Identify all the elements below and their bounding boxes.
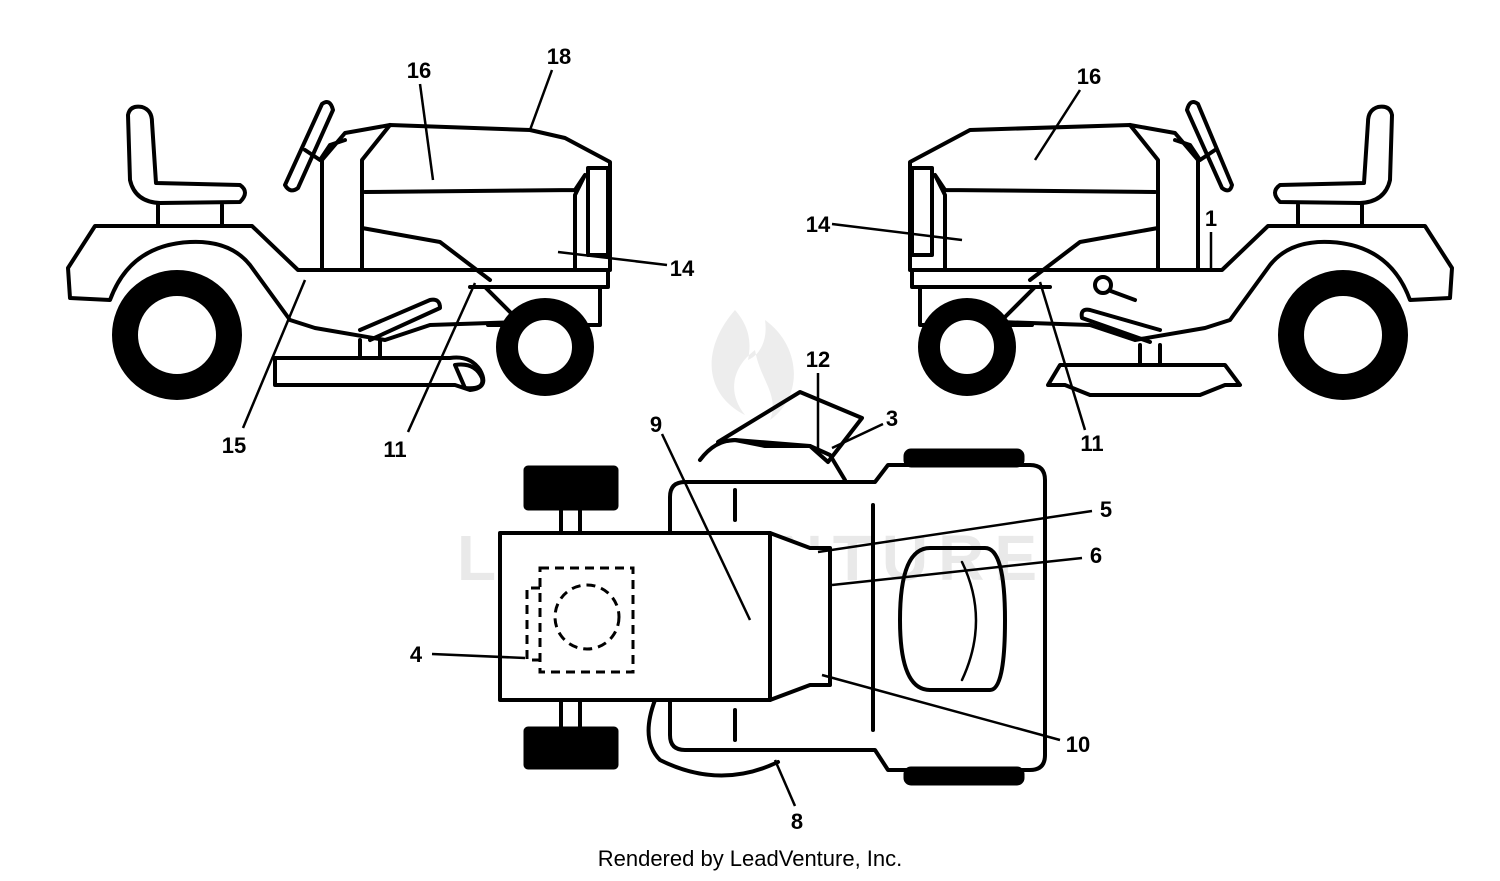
top-discharge-chute: [716, 390, 864, 464]
top-front-left-tire: [523, 465, 619, 511]
credit-text: Rendered by LeadVenture, Inc.: [597, 846, 903, 871]
right-pedal: [1079, 307, 1162, 344]
label-11b: 11: [1080, 431, 1103, 456]
leader-18: [528, 69, 554, 131]
label-12: 12: [806, 347, 830, 372]
leader-14b: [831, 222, 963, 242]
leader-11a: [406, 282, 477, 433]
left-hood-grille: [586, 166, 610, 257]
label-6: 6: [1090, 543, 1102, 568]
leader-16b: [1033, 89, 1082, 161]
right-steering-wheel: [1185, 100, 1234, 193]
right-seat: [1273, 104, 1394, 205]
label-18: 18: [547, 44, 571, 69]
leader-5: [817, 509, 1093, 554]
right-rear-wheel: [1278, 270, 1408, 400]
label-10: 10: [1066, 732, 1090, 757]
right-hood-upper: [933, 123, 1160, 272]
left-hood-upper: [360, 123, 587, 272]
right-seat-base: [1296, 203, 1364, 227]
leader-6: [831, 556, 1083, 587]
callout-labels: 15 11 16 18 14 16 14 1 11 12 3 9 5 6 4 1…: [222, 44, 1217, 834]
left-mower-deck: [273, 355, 486, 392]
left-deck-mount: [358, 338, 382, 360]
label-16b: 16: [1077, 64, 1101, 89]
watermark-flame-icon: [711, 310, 794, 420]
left-hood: [320, 123, 612, 272]
label-15: 15: [222, 433, 246, 458]
leader-9: [660, 433, 752, 621]
right-hood-grille: [910, 166, 934, 257]
label-9: 9: [650, 412, 662, 437]
left-seat-base: [156, 203, 224, 227]
top-engine-flywheel: [553, 583, 621, 651]
leader-8: [773, 759, 797, 807]
top-body: [668, 463, 1047, 772]
right-hood: [908, 123, 1200, 272]
right-deck-mount: [1138, 343, 1162, 367]
leader-15: [241, 279, 307, 429]
label-14a: 14: [670, 256, 695, 281]
top-front-axle: [559, 507, 582, 730]
right-frame-line: [1028, 226, 1160, 282]
left-steering-wheel: [283, 100, 335, 193]
left-frame-line: [360, 226, 492, 282]
leader-11b: [1038, 281, 1087, 431]
top-seat: [898, 546, 1007, 692]
label-11a: 11: [383, 437, 406, 462]
label-5: 5: [1100, 497, 1112, 522]
top-seat-back: [960, 560, 978, 682]
label-14b: 14: [806, 212, 831, 237]
right-lever-knob: [1093, 275, 1113, 295]
top-hood: [498, 531, 832, 702]
right-side-view: [908, 100, 1454, 400]
label-4: 4: [410, 642, 423, 667]
leader-lines: [241, 69, 1213, 807]
top-engine-outline-outer: [525, 586, 540, 662]
leader-3: [831, 422, 884, 450]
label-8: 8: [791, 809, 803, 834]
right-lift-lever: [1106, 288, 1137, 302]
top-engine-outline: [538, 566, 635, 674]
left-seat: [126, 104, 247, 205]
left-front-wheel: [496, 298, 594, 396]
left-deck-chute: [453, 362, 485, 391]
leader-14a: [557, 250, 668, 267]
leader-4: [431, 652, 526, 660]
top-view: [498, 390, 1047, 786]
leader-16a: [418, 83, 435, 181]
right-front-wheel: [918, 298, 1016, 396]
left-side-view: [66, 100, 612, 400]
label-3: 3: [886, 406, 898, 431]
right-mower-deck: [1046, 363, 1242, 397]
label-1: 1: [1205, 206, 1217, 231]
top-front-right-tire: [523, 726, 619, 770]
label-16a: 16: [407, 58, 431, 83]
left-rear-wheel: [112, 270, 242, 400]
leader-10: [821, 673, 1061, 742]
left-pedal: [358, 297, 442, 342]
